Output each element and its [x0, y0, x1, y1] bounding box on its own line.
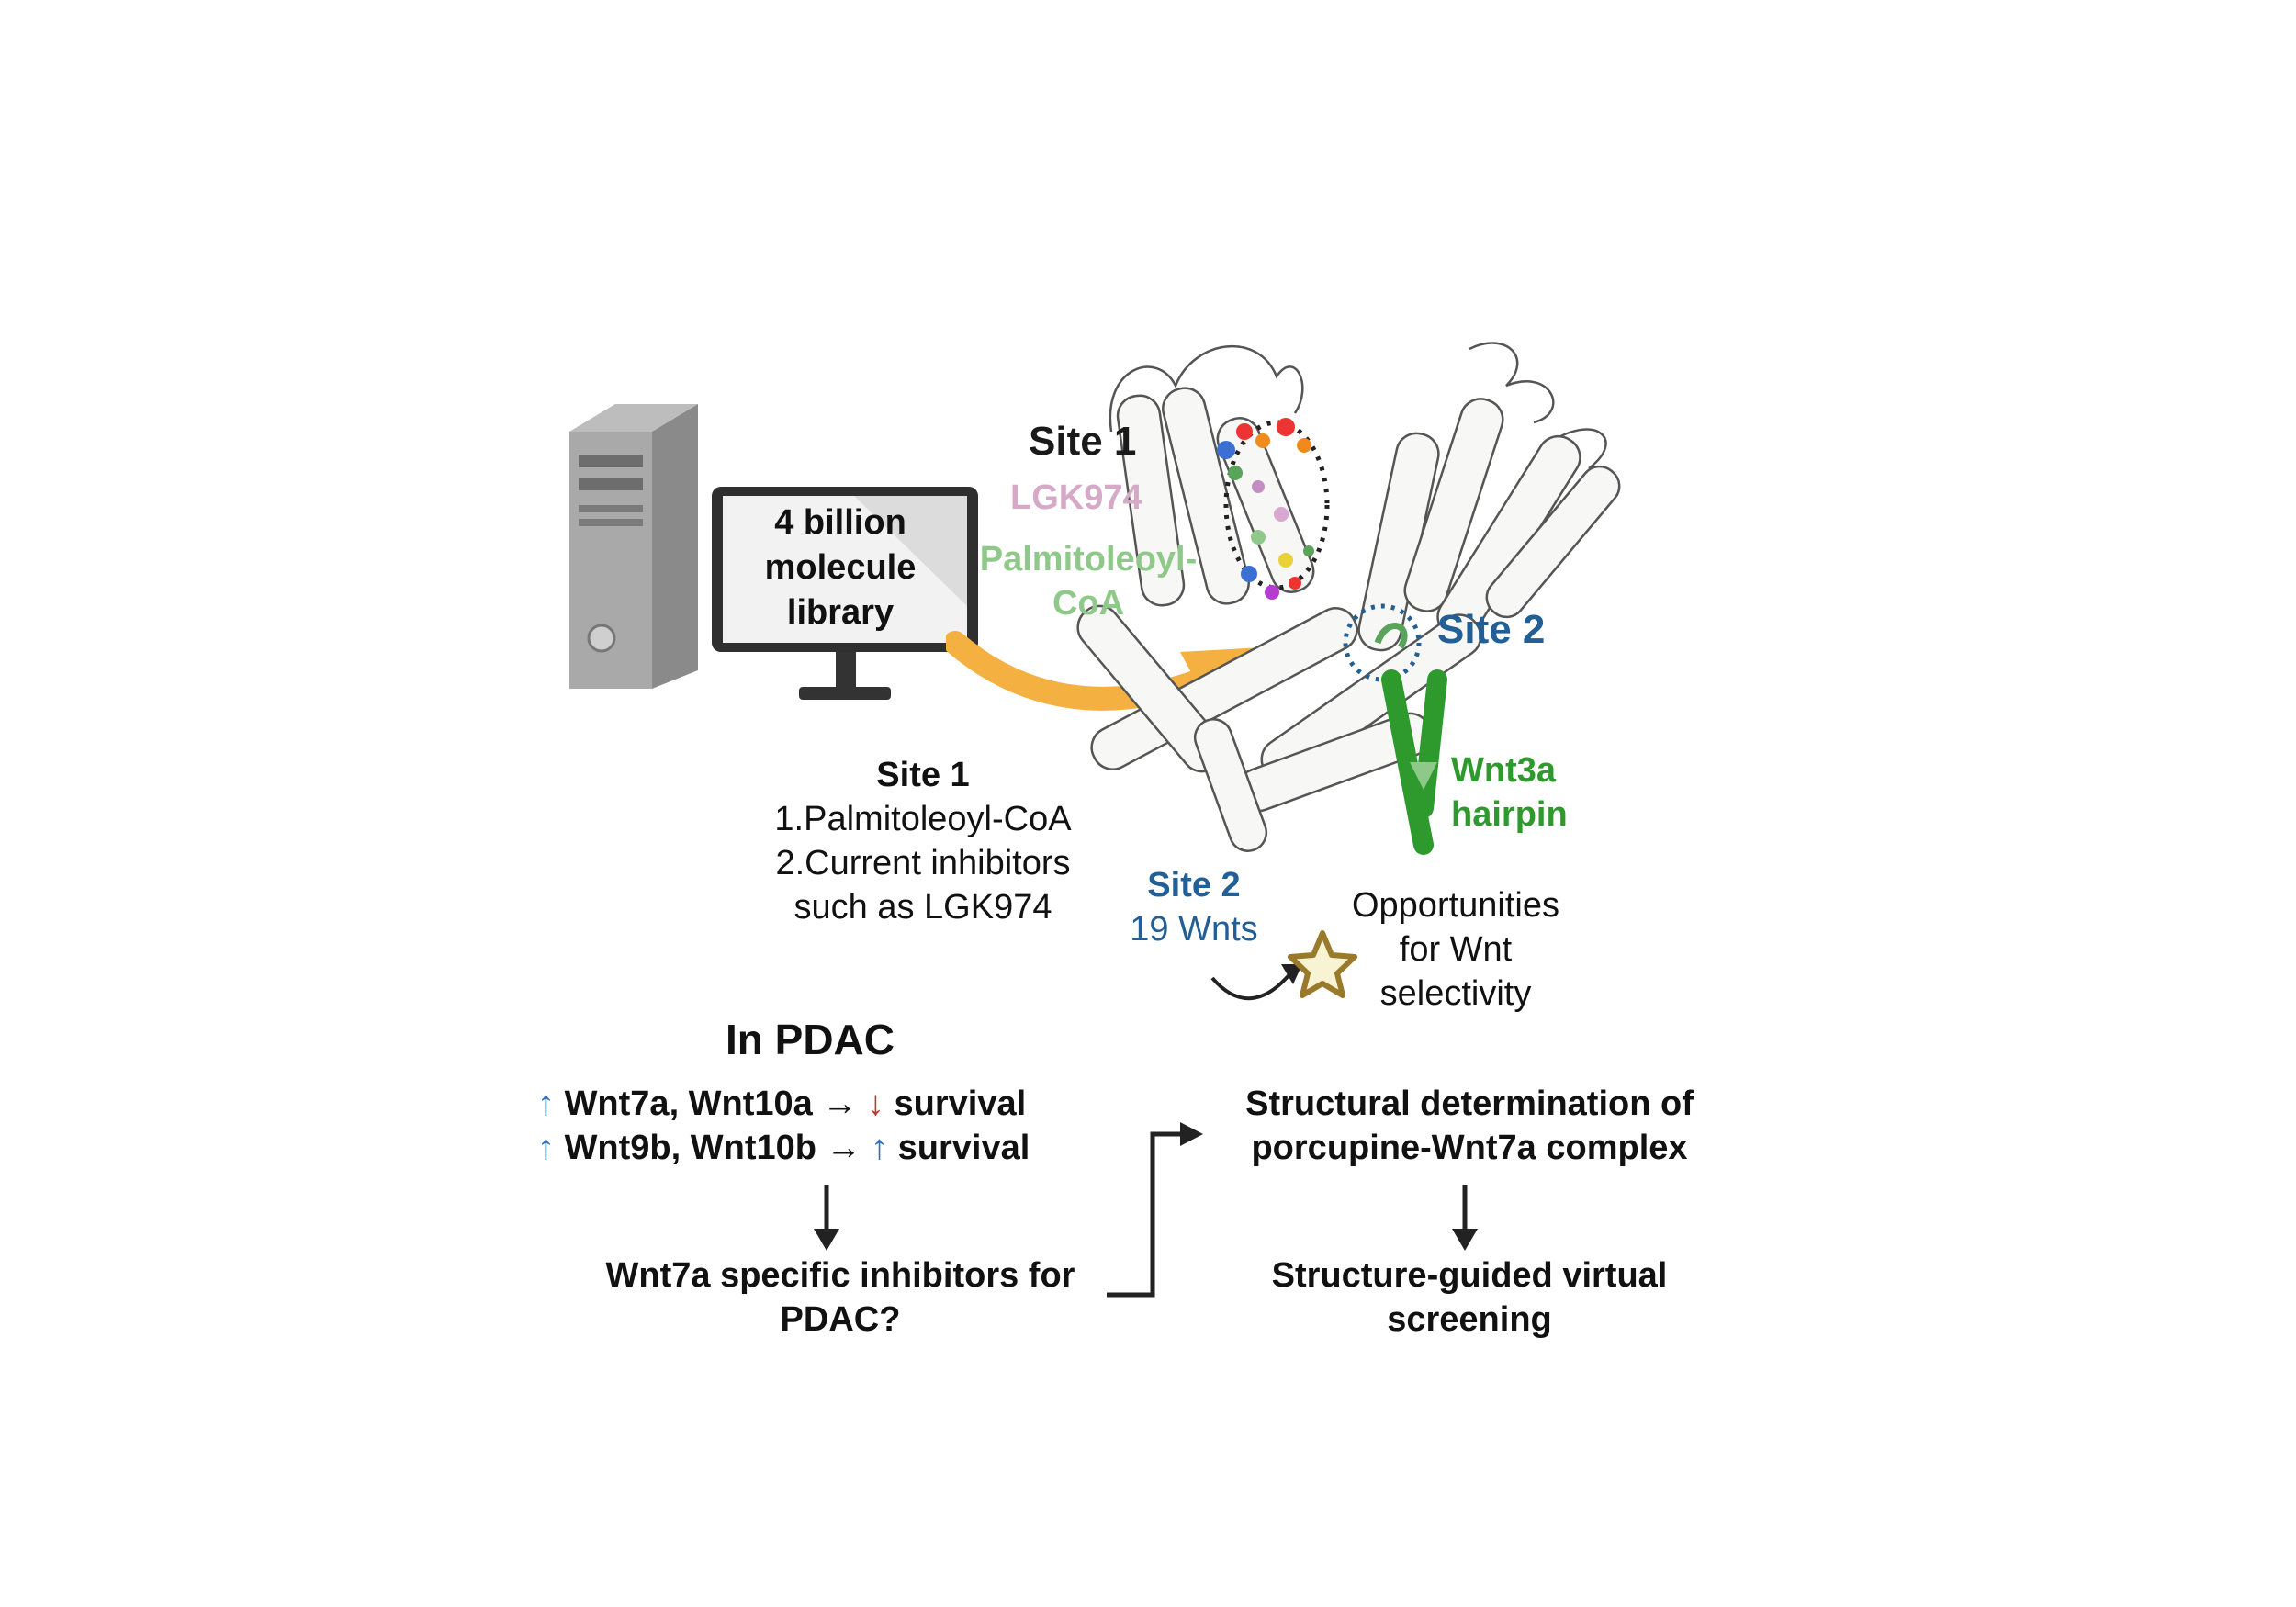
- opportunities-text: Opportunities for Wnt selectivity: [1304, 883, 1607, 1016]
- computer-illustration: [569, 404, 978, 700]
- opportunities-line-1: Opportunities: [1351, 886, 1559, 925]
- pdac-row-2-genes: Wnt9b, Wnt10b: [564, 1129, 816, 1167]
- site1-item-1: 1.Palmitoleoyl-CoA: [774, 800, 1072, 838]
- site2-title: Site 2: [1147, 866, 1241, 905]
- monitor-line-1: 4 billion: [774, 503, 906, 542]
- site1-title: Site 1: [876, 756, 970, 794]
- computer-tower-icon: [569, 404, 698, 689]
- monitor-screen-text: 4 billion molecule library: [726, 500, 955, 635]
- structural-determination: Structural determination of porcupine-Wn…: [1194, 1082, 1745, 1170]
- site1-ligand-cluster: [1217, 418, 1330, 600]
- right-arrow-icon: →: [822, 1084, 858, 1123]
- site2-description: Site 2 19 Wnts: [1102, 863, 1286, 951]
- palmitoleoyl-line-2: CoA: [1052, 584, 1125, 623]
- pdac-question: Wnt7a specific inhibitors for PDAC?: [569, 1253, 1111, 1342]
- site2-subtitle: 19 Wnts: [1130, 910, 1258, 949]
- monitor-line-3: library: [786, 593, 895, 632]
- structural-line-2: porcupine-Wnt7a complex: [1251, 1129, 1688, 1167]
- wnt3a-hairpin-icon: [1374, 623, 1447, 855]
- site1-item-2: 2.Current inhibitors: [775, 844, 1071, 882]
- pdac-question-line-2: PDAC?: [780, 1300, 901, 1339]
- pdac-row-1: ↑ Wnt7a, Wnt10a → ↓ survival: [537, 1084, 1026, 1126]
- opportunities-line-2: for Wnt: [1399, 930, 1513, 969]
- pdac-row-1-genes: Wnt7a, Wnt10a: [564, 1084, 813, 1123]
- pdac-row-2: ↑ Wnt9b, Wnt10b → ↑ survival: [537, 1128, 1030, 1170]
- monitor-icon: [712, 487, 978, 700]
- down-arrow-icon: ↓: [866, 1084, 884, 1123]
- pdac-row-2-effect: survival: [897, 1129, 1030, 1167]
- porcupine-structure: [1076, 342, 1621, 855]
- wnt3a-line-1: Wnt3a: [1451, 751, 1556, 790]
- pdac-row-1-effect: survival: [894, 1084, 1027, 1123]
- site2-structure-label: Site 2: [1437, 607, 1546, 652]
- pdac-question-line-1: Wnt7a specific inhibitors for: [605, 1256, 1075, 1295]
- site1-description: Site 1 1.Palmitoleoyl-CoA 2.Current inhi…: [716, 753, 1130, 929]
- palmitoleoyl-line-1: Palmitoleoyl-: [979, 540, 1198, 579]
- wnt3a-label: Wnt3a hairpin: [1451, 748, 1568, 837]
- up-arrow-icon: ↑: [537, 1129, 555, 1167]
- star-icon: [1288, 930, 1357, 998]
- up-arrow-icon: ↑: [537, 1084, 555, 1123]
- palmitoleoyl-label: Palmitoleoyl- CoA: [969, 537, 1208, 625]
- wnt3a-line-2: hairpin: [1451, 795, 1568, 834]
- structural-line-1: Structural determination of: [1245, 1084, 1694, 1123]
- star-pointer-arrow: [1210, 964, 1302, 1001]
- opportunities-line-3: selectivity: [1379, 974, 1532, 1013]
- monitor-line-2: molecule: [764, 548, 917, 587]
- site1-item-3: such as LGK974: [793, 888, 1052, 927]
- screening-line-2: screening: [1387, 1300, 1552, 1339]
- pdac-heading: In PDAC: [726, 1016, 895, 1063]
- up-arrow-icon: ↑: [871, 1129, 889, 1167]
- virtual-screening: Structure-guided virtual screening: [1194, 1253, 1745, 1342]
- screening-line-1: Structure-guided virtual: [1271, 1256, 1668, 1295]
- site1-structure-label: Site 1: [1029, 419, 1137, 464]
- site2-marker: [1343, 603, 1422, 682]
- lgk974-label: LGK974: [1010, 478, 1142, 517]
- right-arrow-icon: →: [826, 1129, 861, 1167]
